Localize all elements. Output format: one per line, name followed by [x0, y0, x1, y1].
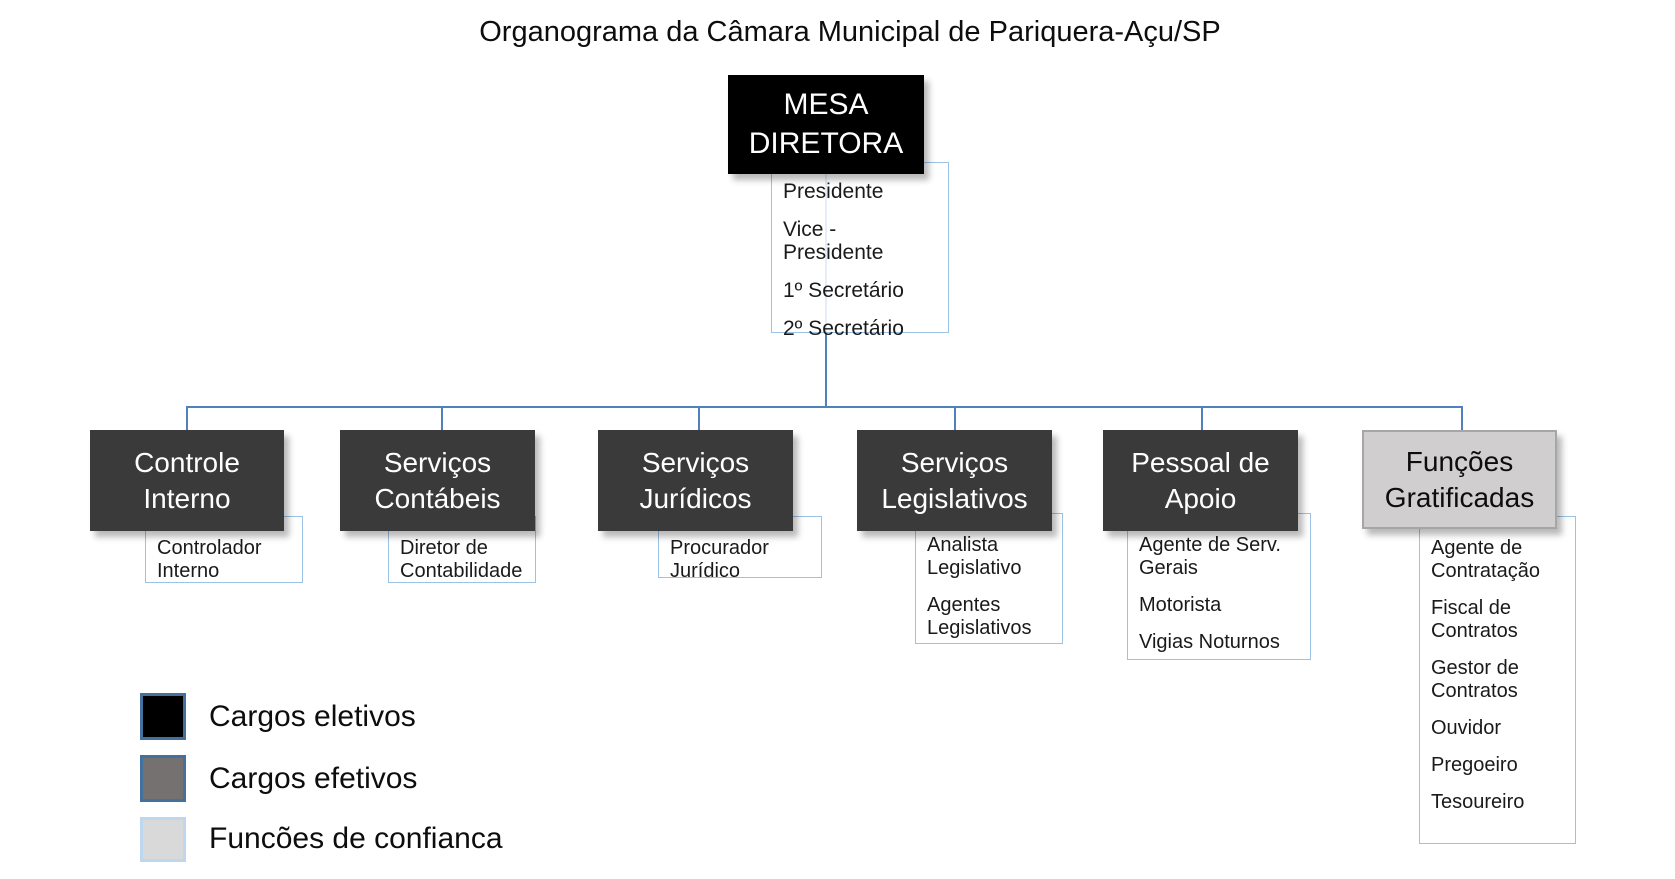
- position-item: Diretor de Contabilidade: [400, 537, 523, 582]
- position-item: Vigias Noturnos: [1139, 631, 1280, 653]
- position-item: Controlador Interno: [157, 537, 262, 582]
- page-title: Organograma da Câmara Municipal de Pariq…: [479, 16, 1221, 48]
- position-item: Pregoeiro: [1431, 754, 1518, 776]
- position-item: Agente de Serv. Gerais: [1139, 534, 1281, 579]
- position-item: Motorista: [1139, 594, 1222, 616]
- position-item: Presidente: [783, 180, 884, 203]
- positions-box-funcoes-gratificadas: Agente de Contratação Fiscal de Contrato…: [1419, 516, 1576, 844]
- position-item: Analista Legislativo: [927, 534, 1022, 579]
- connector-drop-servicos-contabeis: [441, 406, 443, 432]
- position-item: Agente de Contratação: [1431, 537, 1540, 582]
- position-item: Vice - Presidente: [783, 218, 884, 264]
- positions-box-servicos-juridicos: Procurador Jurídico: [658, 516, 822, 582]
- positions-box-pessoal-de-apoio: Agente de Serv. Gerais Motorista Vigias …: [1127, 513, 1311, 660]
- position-item: 2º Secretário: [783, 317, 904, 340]
- position-item: Fiscal de Contratos: [1431, 597, 1518, 642]
- legend-swatch-cargos-eletivos: [140, 693, 186, 740]
- position-item: Agentes Legislativos: [927, 594, 1032, 639]
- branch-box-servicos-juridicos: Serviços Jurídicos: [598, 430, 793, 531]
- branch-box-controle-interno: Controle Interno: [90, 430, 284, 531]
- connector-drop-pessoal-de-apoio: [1201, 406, 1203, 432]
- branch-box-servicos-contabeis: Serviços Contábeis: [340, 430, 535, 531]
- connector-drop-controle-interno: [186, 406, 188, 432]
- mesa-diretora-box: MESA DIRETORA: [728, 75, 924, 174]
- connector-drop-servicos-juridicos: [698, 406, 700, 432]
- branch-box-funcoes-gratificadas: Funções Gratificadas: [1362, 430, 1557, 529]
- branch-box-pessoal-de-apoio: Pessoal de Apoio: [1103, 430, 1298, 531]
- legend-label-cargos-efetivos: Cargos efetivos: [209, 762, 418, 795]
- connector-rail: [186, 406, 1463, 408]
- position-item: Tesoureiro: [1431, 791, 1525, 813]
- legend-label-cargos-eletivos: Cargos eletivos: [209, 700, 416, 733]
- connector-drop-servicos-legislativos: [954, 406, 956, 432]
- position-item: Gestor de Contratos: [1431, 657, 1519, 702]
- positions-box-servicos-legislativos: Analista Legislativo Agentes Legislativo…: [915, 513, 1063, 644]
- position-item: 1º Secretário: [783, 279, 904, 302]
- connector-drop-funcoes-gratificadas: [1461, 406, 1463, 432]
- branch-box-servicos-legislativos: Serviços Legislativos: [857, 430, 1052, 531]
- positions-box-mesa-diretora: Presidente Vice - Presidente 1º Secretár…: [771, 162, 949, 340]
- position-item: Procurador Jurídico: [670, 537, 769, 582]
- position-item: Ouvidor: [1431, 717, 1502, 739]
- legend-label-funcoes-de-confianca: Funcões de confianca: [209, 822, 503, 855]
- legend-swatch-cargos-efetivos: [140, 755, 186, 802]
- legend-swatch-funcoes-de-confianca: [140, 817, 186, 862]
